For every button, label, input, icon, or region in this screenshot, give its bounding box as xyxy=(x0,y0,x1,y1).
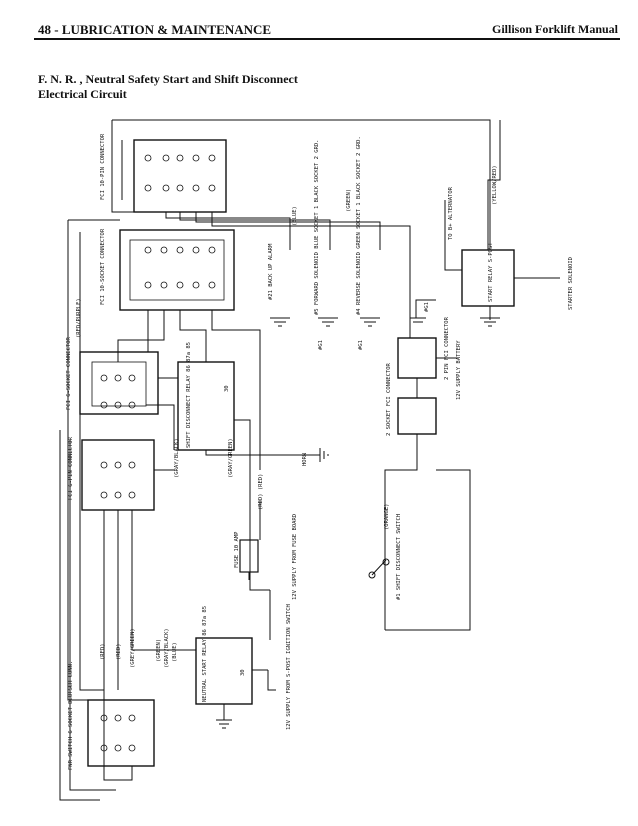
header-section-title: 48 - LUBRICATION & MAINTENANCE xyxy=(38,22,272,37)
fnr-switch-connector xyxy=(87,699,155,767)
page-title: F. N. R. , Neutral Safety Start and Shif… xyxy=(38,72,298,102)
label-2-socket-fci: 2 SOCKET FCI CONNECTOR xyxy=(386,362,392,436)
label-fnr-wire-blue: (BLUE) xyxy=(172,642,178,662)
two-socket-fci-connector xyxy=(397,397,437,435)
label-fnr-wire-green: (GREEN) xyxy=(156,639,162,662)
label-backup-alarm: #21 BACK UP ALARM xyxy=(268,243,274,300)
label-neutral-relay: NEUTRAL START RELAY 86 87a 85 xyxy=(202,606,208,702)
label-shift-relay: SHIFT DISCONNECT RELAY 86 87a 85 xyxy=(186,342,192,448)
label-shift-relay-30: 30 xyxy=(224,385,230,392)
two-pin-fci-connector xyxy=(397,337,437,379)
wiring xyxy=(59,119,560,801)
label-ground-3: #G1 xyxy=(424,302,430,312)
label-fuse-supply: 12V SUPPLY FROM FUSE BOARD xyxy=(292,514,298,600)
label-ground-1: #G1 xyxy=(318,340,324,350)
label-starter-solenoid: STARTER SOLENOID xyxy=(568,257,574,310)
label-fnr-wire-gray-black: (GRAY/BLACK) xyxy=(164,628,170,668)
label-wire-yellow-red: (YELLOW/RED) xyxy=(492,165,498,205)
page-title-line-2: Electrical Circuit xyxy=(38,87,127,101)
label-wire-green: (GREEN) xyxy=(346,189,352,212)
page-title-line-1: F. N. R. , Neutral Safety Start and Shif… xyxy=(38,72,298,86)
fci-10-pin-connector xyxy=(133,139,227,213)
label-fnr-wire-red-1: (RED) xyxy=(100,643,106,660)
label-ground-2: #G1 xyxy=(358,340,364,350)
label-fnr-wire-grey-green: (GREY/GREEN) xyxy=(130,628,136,668)
label-wire-gray-black: (GRAY/BLACK) xyxy=(174,438,180,478)
label-wire-orange: (ORANGE) xyxy=(384,504,390,531)
fci-10-socket-connector xyxy=(119,229,235,311)
fuse xyxy=(239,539,259,573)
label-alternator: TO B+ ALTERNATOR xyxy=(448,186,454,240)
label-start-relay: START RELAY S-POST xyxy=(488,242,494,302)
label-wire-red-red: (RED) (RED) xyxy=(258,474,264,510)
label-battery-supply: 12V SUPPLY BATTERY xyxy=(456,340,462,400)
label-reverse-solenoid: #4 REVERSE SOLENOID GREEN SOCKET 1 BLACK… xyxy=(356,136,362,315)
label-fci-6-socket: FCI 6-SOCKET CONNECTOR xyxy=(66,336,72,410)
label-neutral-relay-30: 30 xyxy=(240,669,246,676)
label-fnr-switch: FNR SWITCH 6 SOCKET DEUTSCH CONN. xyxy=(68,661,74,770)
ground-symbols xyxy=(216,317,500,729)
label-wire-red-purple: (RED/PURPLE) xyxy=(76,298,82,338)
label-fci-10-socket: FCI 10-SOCKET CONNECTOR xyxy=(100,228,106,305)
shift-switch-symbol xyxy=(368,558,390,579)
label-shift-switch: #1 SHIFT DISCONNECT SWITCH xyxy=(396,514,402,600)
fci-6-pin-connector xyxy=(81,439,155,511)
label-2-pin-fci: 2 PIN FCI CONNECTOR xyxy=(444,316,450,380)
header-rule xyxy=(34,38,620,40)
header-manual-title: Gillison Forklift Manual xyxy=(491,22,618,36)
label-wire-gray-green: (GRAY/GREEN) xyxy=(228,438,234,478)
label-fci-6-pin: FCI 6-PIN CONNECTOR xyxy=(68,436,74,500)
label-fci-10-pin: FCI 10-PIN CONNECTOR xyxy=(100,133,106,200)
label-ignition-supply: 12V SUPPLY FROM S-POST IGNITION SWITCH xyxy=(286,604,292,730)
label-fuse: FUSE 10 AMP xyxy=(234,531,240,568)
label-forward-solenoid: #5 FORWARD SOLENOID BLUE SOCKET 1 BLACK … xyxy=(314,140,320,316)
label-fnr-wire-red-2: (RED) xyxy=(116,643,122,660)
label-wire-blue: (BLUE) xyxy=(292,206,298,226)
label-horn: HORN xyxy=(302,453,308,466)
